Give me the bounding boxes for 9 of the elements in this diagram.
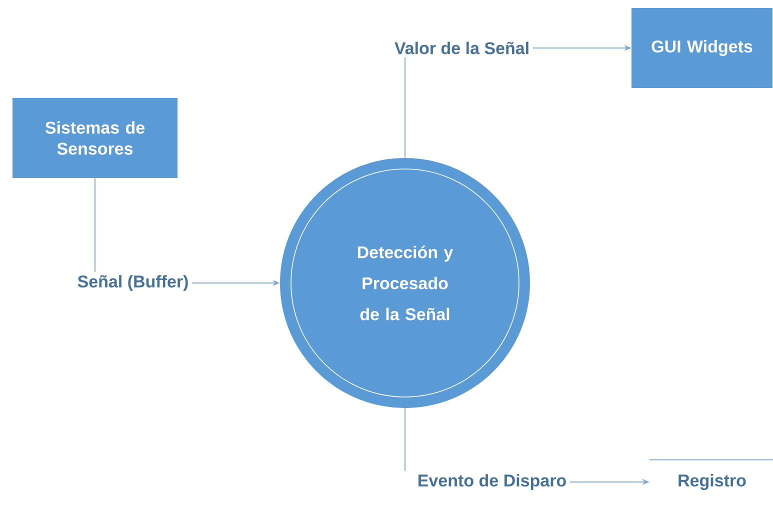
data-store: Registro xyxy=(648,459,773,490)
connector-line xyxy=(94,178,96,272)
entity-box: Sistemas de Sensores xyxy=(12,98,178,178)
entity-box: GUI Widgets xyxy=(632,8,772,88)
flow-label: Evento de Disparo xyxy=(418,474,566,490)
flow-label: Señal (Buffer) xyxy=(78,275,188,291)
connector-line xyxy=(404,408,406,472)
connector-line xyxy=(404,56,406,158)
flow-label: Valor de la Señal xyxy=(394,42,528,54)
